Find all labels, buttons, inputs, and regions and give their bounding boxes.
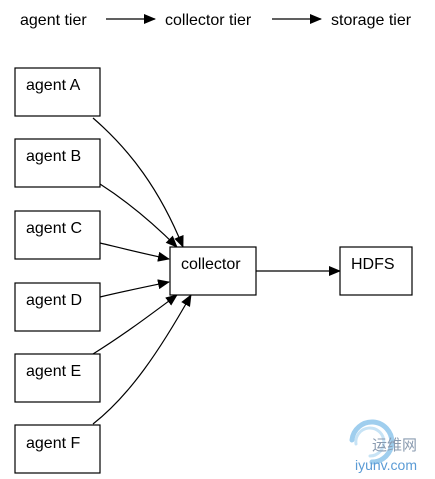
tier-label-collector: collector tier [165,12,252,29]
agent-label-e: agent E [26,363,81,380]
agent-node-e: agent E [14,353,101,403]
agent-edges [92,117,192,425]
watermark: 运维网 iyunv.com [349,419,417,473]
watermark-logo-icon [349,419,395,465]
edge-agent-c [99,242,170,262]
agent-label-c: agent C [26,220,82,237]
edge-agent-d [99,279,170,298]
agent-node-c: agent C [14,210,101,260]
agent-label-f: agent F [26,435,80,452]
agent-node-f: agent F [14,424,101,474]
agent-node-d: agent D [14,282,101,332]
edge-agent-b [99,183,178,248]
agent-node-a: agent A [14,67,101,117]
agent-label-d: agent D [26,292,82,309]
watermark-site-cn: 运维网 [372,436,417,454]
edge-agent-e [92,294,178,355]
tier-label-storage: storage tier [331,12,412,29]
hdfs-node: HDFS [339,246,413,296]
tier-label-agent: agent tier [20,12,87,29]
tier-legend: agent tier collector tier storage tier [20,12,412,29]
collector-label: collector [181,256,241,273]
edge-agent-a [92,117,184,248]
hdfs-label: HDFS [351,256,395,273]
edge-agent-f [92,294,192,425]
watermark-site-url: iyunv.com [355,457,417,473]
agent-label-b: agent B [26,148,81,165]
agent-node-b: agent B [14,138,101,188]
agent-label-a: agent A [26,77,81,94]
collector-node: collector [169,246,257,296]
